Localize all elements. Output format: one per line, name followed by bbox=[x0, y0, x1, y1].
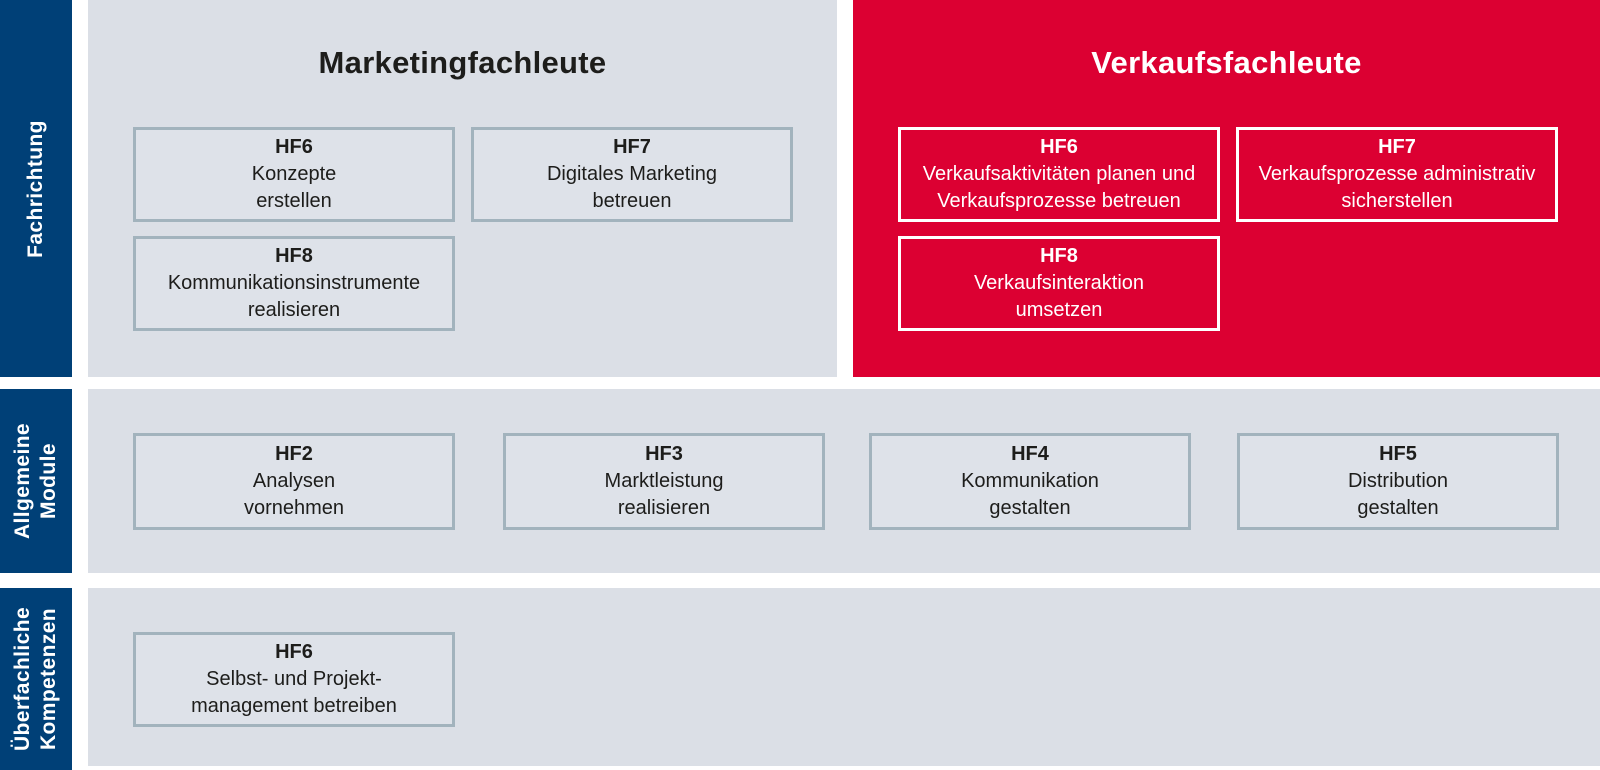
panel-title-marketingfachleute: Marketingfachleute bbox=[318, 45, 607, 80]
sidebar-block-allgemeine-module: Allgemeine Module bbox=[0, 389, 72, 573]
module-box-allgemein-hf5: HF5 Distribution gestalten bbox=[1237, 433, 1559, 530]
module-text: Verkaufsprozesse administrativ sicherste… bbox=[1258, 163, 1536, 212]
module-box-ueberfachlich-hf6: HF6 Selbst- und Projekt- management betr… bbox=[133, 632, 455, 727]
module-code: HF3 bbox=[645, 443, 683, 465]
module-code: HF6 bbox=[275, 641, 313, 663]
module-code: HF8 bbox=[1040, 245, 1078, 267]
module-box-marketing-hf7: HF7 Digitales Marketing betreuen bbox=[471, 127, 793, 222]
module-code: HF4 bbox=[1011, 443, 1049, 465]
sidebar-label-fachrichtung: Fachrichtung bbox=[24, 119, 47, 258]
module-box-verkauf-hf8: HF8 Verkaufsinteraktion umsetzen bbox=[898, 236, 1220, 331]
module-text: Digitales Marketing betreuen bbox=[546, 163, 718, 212]
module-text: Analysen vornehmen bbox=[243, 470, 345, 519]
panel-verkaufsfachleute: Verkaufsfachleute HF6 Verkaufsaktivitäte… bbox=[853, 0, 1600, 377]
module-box-allgemein-hf2: HF2 Analysen vornehmen bbox=[133, 433, 455, 530]
module-text: Distribution gestalten bbox=[1347, 470, 1449, 519]
module-box-allgemein-hf4: HF4 Kommunikation gestalten bbox=[869, 433, 1191, 530]
module-text: Kommunikationsinstrumente realisieren bbox=[167, 272, 421, 321]
module-box-marketing-hf6: HF6 Konzepte erstellen bbox=[133, 127, 455, 222]
module-text: Verkaufsinteraktion umsetzen bbox=[973, 272, 1145, 321]
module-text: Selbst- und Projekt- management betreibe… bbox=[191, 668, 397, 717]
sidebar-block-ueberfachliche-kompetenzen: Überfachliche Kompetenzen bbox=[0, 588, 72, 770]
sidebar-block-fachrichtung: Fachrichtung bbox=[0, 0, 72, 377]
module-code: HF7 bbox=[613, 136, 651, 158]
module-code: HF7 bbox=[1378, 136, 1416, 158]
module-code: HF6 bbox=[1040, 136, 1078, 158]
module-text: Verkaufsaktivitäten planen und Verkaufsp… bbox=[922, 163, 1196, 212]
module-box-verkauf-hf6: HF6 Verkaufsaktivitäten planen und Verka… bbox=[898, 127, 1220, 222]
module-box-verkauf-hf7: HF7 Verkaufsprozesse administrativ siche… bbox=[1236, 127, 1558, 222]
module-code: HF6 bbox=[275, 136, 313, 158]
panel-allgemeine-module: HF2 Analysen vornehmen HF3 Marktleistung… bbox=[88, 389, 1600, 573]
panel-title-verkaufsfachleute: Verkaufsfachleute bbox=[1091, 45, 1362, 80]
sidebar-label-allgemeine-module: Allgemeine Module bbox=[11, 422, 60, 540]
module-box-allgemein-hf3: HF3 Marktleistung realisieren bbox=[503, 433, 825, 530]
module-code: HF5 bbox=[1379, 443, 1417, 465]
panel-ueberfachliche-kompetenzen: HF6 Selbst- und Projekt- management betr… bbox=[88, 588, 1600, 766]
module-text: Marktleistung realisieren bbox=[604, 470, 724, 519]
module-text: Konzepte erstellen bbox=[251, 163, 337, 212]
module-box-marketing-hf8: HF8 Kommunikationsinstrumente realisiere… bbox=[133, 236, 455, 331]
sidebar-label-ueberfachliche-kompetenzen: Überfachliche Kompetenzen bbox=[11, 606, 60, 752]
module-code: HF8 bbox=[275, 245, 313, 267]
module-code: HF2 bbox=[275, 443, 313, 465]
module-text: Kommunikation gestalten bbox=[961, 470, 1099, 519]
panel-marketingfachleute: Marketingfachleute HF6 Konzepte erstelle… bbox=[88, 0, 837, 377]
